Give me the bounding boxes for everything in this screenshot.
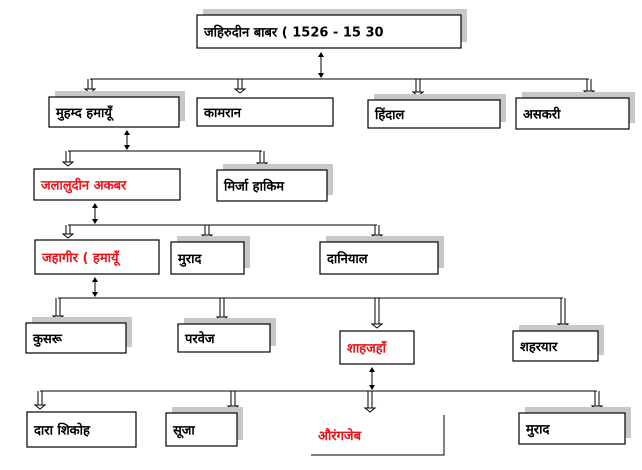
node-murad1: मुराद: [170, 236, 250, 275]
node-askari: असकरी: [515, 92, 635, 130]
node-babur: जहिरुदीन बाबर ( 1526 - 15 30: [196, 9, 467, 49]
node-box: [515, 97, 630, 130]
node-box: [48, 96, 180, 128]
node-akbar: जलालुदीन अकबर: [33, 168, 181, 201]
node-shahjahan: शाहजहाँ: [339, 330, 415, 365]
node-label: जहिरुदीन बाबर ( 1526 - 15 30: [203, 25, 384, 41]
node-label: जलालुदीन अकबर: [40, 178, 127, 194]
node-murad2: मुराद: [518, 407, 631, 445]
node-box: [165, 412, 238, 447]
down-arrow-icon: [556, 298, 570, 329]
node-label: शाहजहाँ: [347, 341, 387, 357]
node-box: [196, 97, 334, 127]
node-hindal: हिंदाल: [367, 94, 506, 129]
tree-nodes: जहिरुदीन बाबर ( 1526 - 15 30 मुहम्द हमायू…: [25, 9, 635, 456]
down-arrow-icon: [233, 79, 247, 94]
node-label: मुराद: [177, 252, 202, 267]
node-label: औरंगजेब: [318, 428, 362, 444]
down-arrow-icon: [51, 298, 65, 321]
node-daniyal: दानियाल: [319, 236, 444, 275]
node-label: कामरान: [203, 106, 242, 121]
down-arrow-icon: [61, 151, 75, 167]
node-label: मुराद: [525, 423, 550, 438]
node-aurangzeb: औरंगजेब: [311, 415, 445, 456]
node-box: [196, 14, 462, 49]
double-arrow-icon: [92, 277, 98, 297]
node-label: मिर्जा हाकिम: [223, 179, 285, 195]
node-shahryar: शहरयार: [512, 325, 604, 362]
tree-connectors: [33, 52, 604, 413]
node-dara: दारा शिकोह: [26, 411, 137, 448]
down-arrow-icon: [411, 79, 425, 97]
node-label: परवेज: [184, 331, 216, 347]
node-box: [216, 169, 328, 202]
node-khusrau: कुसरू: [25, 317, 132, 354]
node-mirza-hakim: मिर्जा हाकिम: [216, 164, 333, 202]
node-shuja: सूजा: [165, 407, 243, 447]
node-box: [170, 241, 245, 275]
down-arrow-icon: [33, 391, 47, 410]
down-arrow-icon: [83, 79, 97, 94]
node-box: [319, 241, 439, 275]
down-arrow-icon: [215, 298, 229, 322]
node-label: जहागीर ( हमायूँ: [41, 250, 121, 266]
double-arrow-icon: [318, 52, 324, 78]
node-box: [512, 330, 599, 362]
double-arrow-icon: [92, 203, 98, 224]
node-kamran: कामरान: [196, 97, 334, 127]
node-label: शहरयार: [520, 340, 558, 355]
node-label: असकरी: [523, 107, 561, 123]
node-box: [367, 99, 501, 129]
node-label: दारा शिकोह: [33, 423, 91, 439]
node-label: मुहम्द हमायूँ: [55, 105, 115, 121]
node-box: [34, 239, 160, 275]
node-box: [518, 412, 626, 445]
node-box: [339, 330, 415, 365]
node-box: [177, 323, 271, 353]
node-box: [25, 322, 127, 354]
double-arrow-icon: [124, 130, 130, 150]
double-arrow-icon: [369, 367, 375, 390]
down-arrow-icon: [61, 225, 75, 239]
node-box: [33, 168, 181, 201]
node-parvez: परवेज: [177, 318, 276, 353]
node-label: कुसरू: [32, 332, 63, 347]
node-label: सूजा: [172, 424, 195, 439]
node-label: दानियाल: [326, 251, 369, 267]
node-jahangir: जहागीर ( हमायूँ: [34, 239, 160, 275]
node-box: [26, 411, 137, 448]
down-arrow-icon: [370, 298, 384, 329]
down-arrow-icon: [363, 391, 377, 413]
node-humayun: मुहम्द हमायूँ: [48, 91, 185, 128]
node-border: [311, 415, 445, 456]
node-label: हिंदाल: [374, 106, 406, 123]
